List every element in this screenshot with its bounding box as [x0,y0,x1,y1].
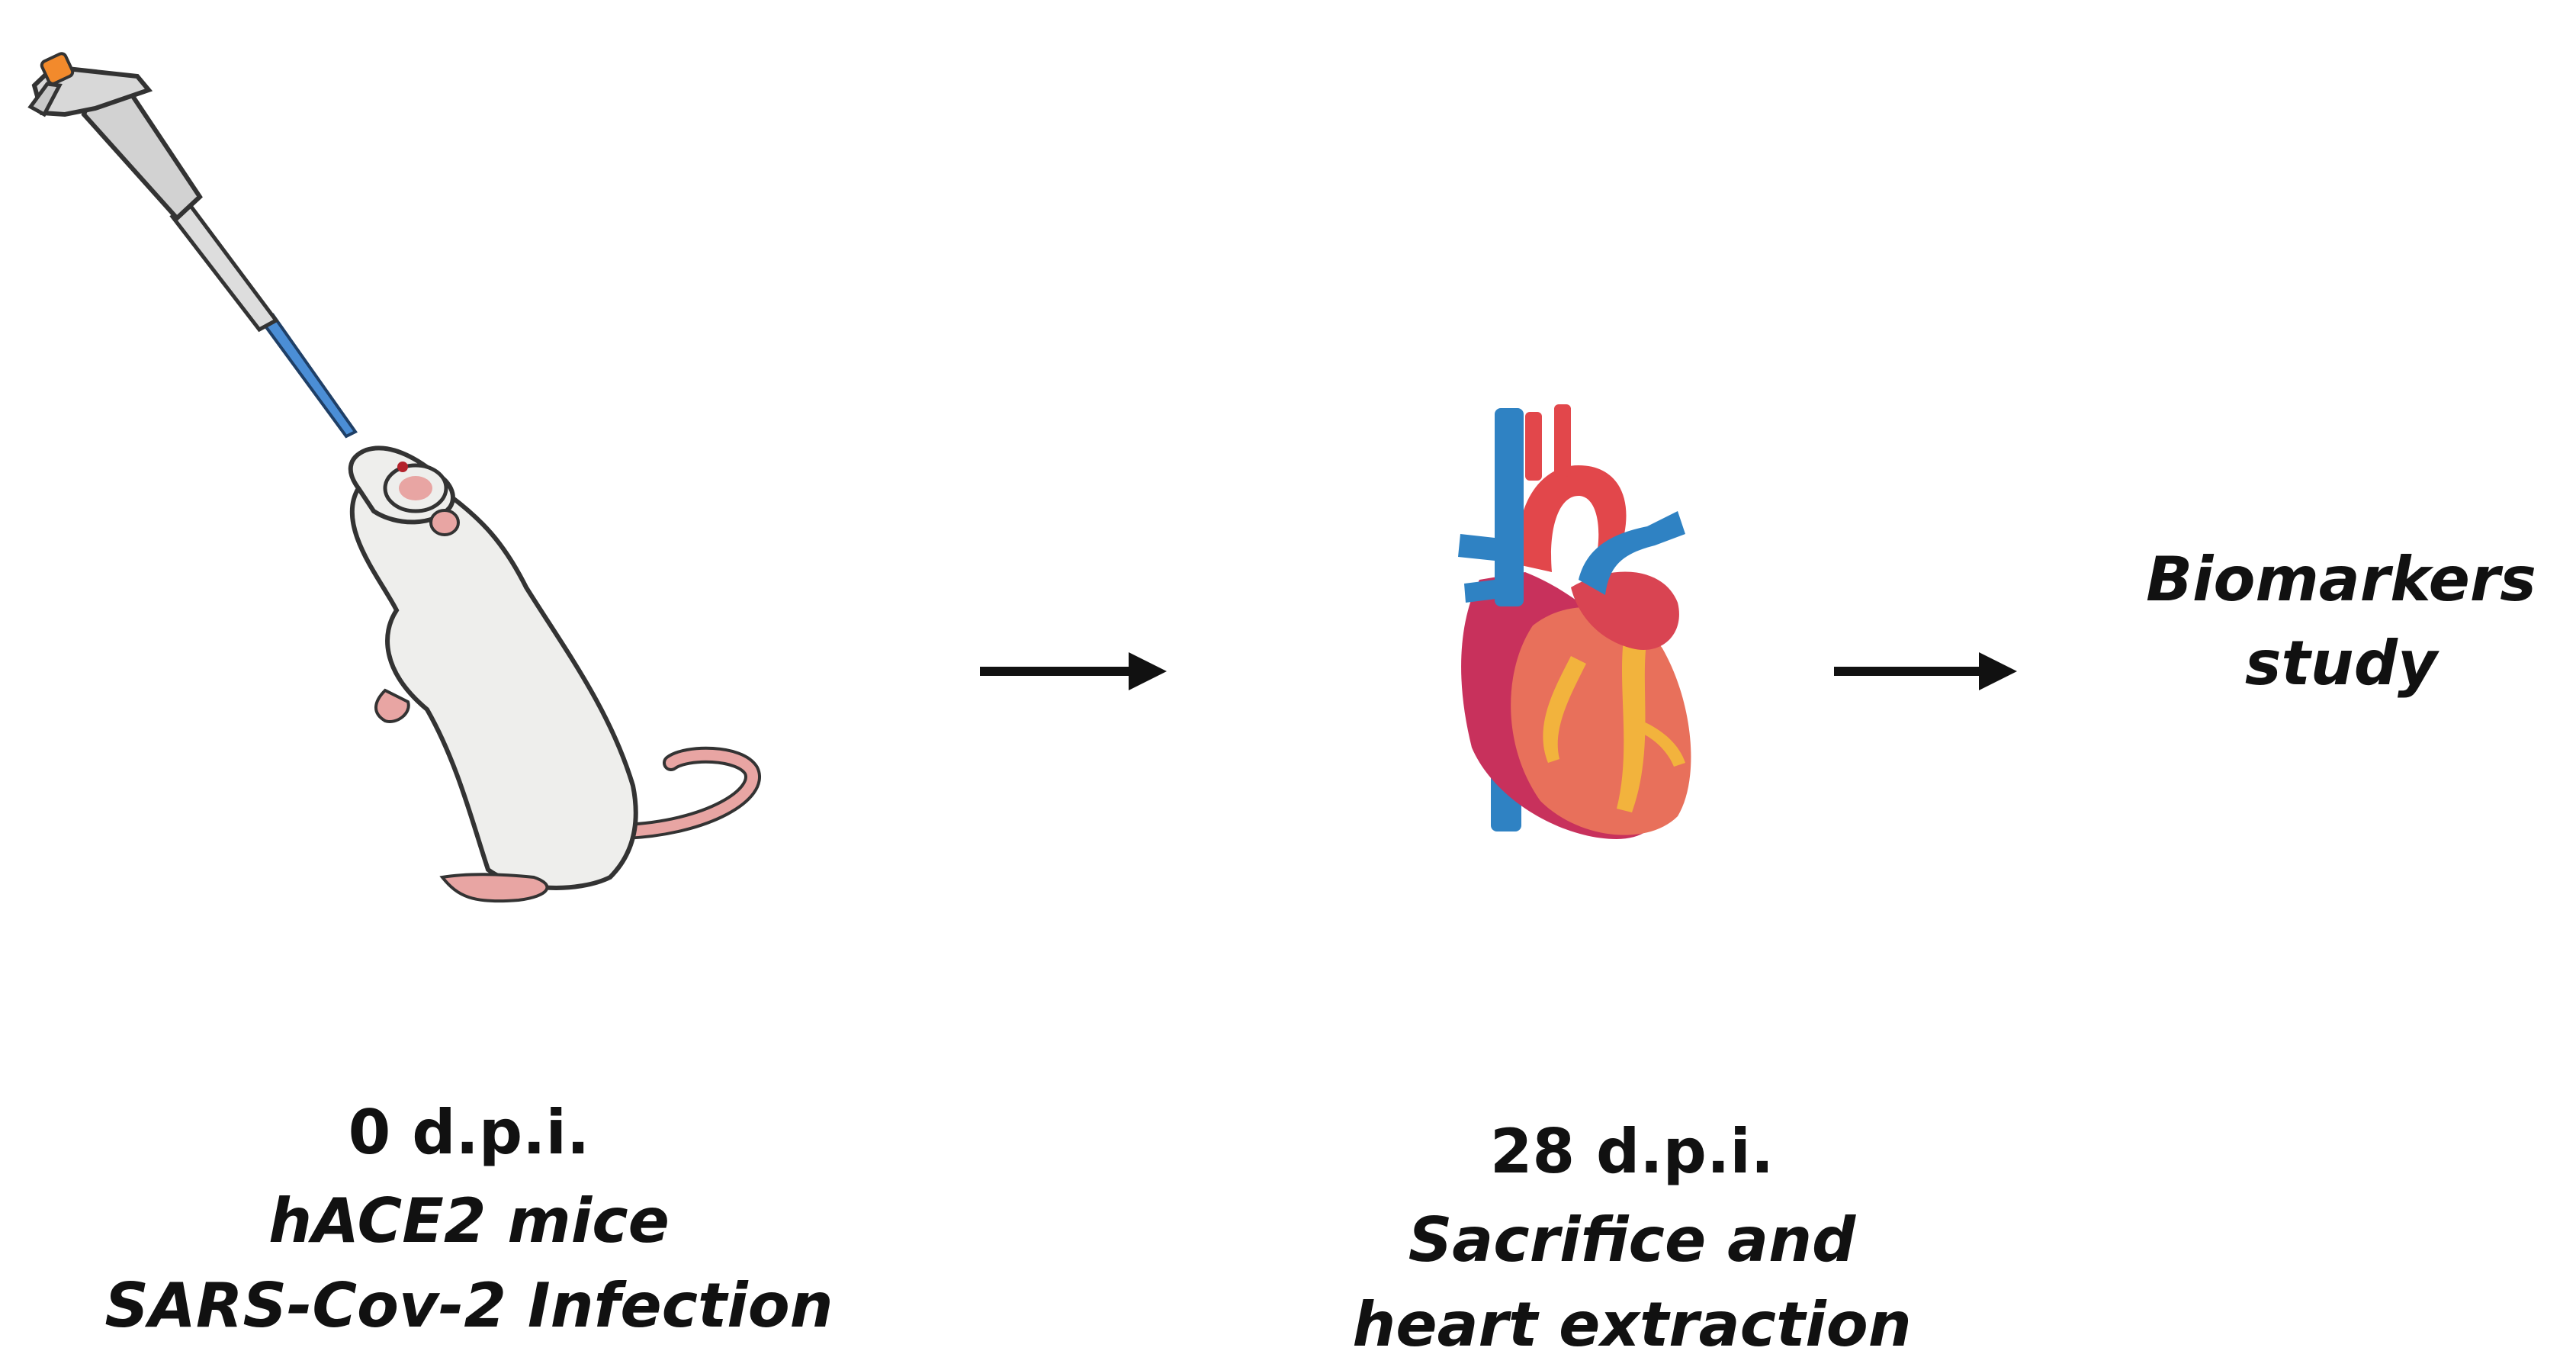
step-3-line2: study [2244,628,2438,700]
step-3-label: Biomarkers study [2128,538,2555,706]
step-1-procedure: SARS-Cov-2 Infection [104,1269,834,1341]
step-2-procedure-line1: Sacrifice and [1408,1205,1856,1276]
step-2-label: 28 d.p.i. Sacrifice and heart extraction [1251,1110,2013,1367]
step-2-procedure-line2: heart extraction [1352,1288,1912,1360]
step-2-day: 28 d.p.i. [1489,1116,1775,1187]
step-1-label: 0 d.p.i. hACE2 mice SARS-Cov-2 Infection [76,1091,862,1348]
step-1-day: 0 d.p.i. [348,1097,590,1168]
arrow-2 [1834,652,2017,690]
step-3-line1: Biomarkers [2146,544,2536,615]
step-1-model: hACE2 mice [268,1185,670,1257]
arrow-1 [980,652,1167,690]
heart-icon [1458,404,1691,839]
mouse-icon [348,445,761,903]
pipette-icon [27,52,358,439]
